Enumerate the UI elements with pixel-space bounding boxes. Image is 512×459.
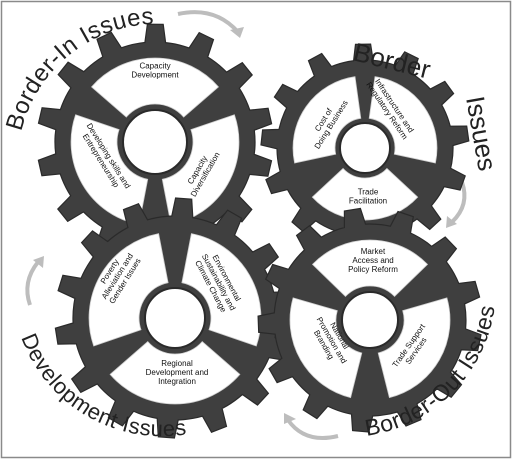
- arrowhead-left: [33, 256, 44, 268]
- segment-label-line: Development: [131, 71, 179, 80]
- gear-hub: [144, 287, 206, 349]
- gear-hub: [341, 291, 399, 349]
- segment-label-line: Capacity: [139, 62, 170, 71]
- segment-1: [181, 233, 262, 347]
- segment-3: [88, 233, 169, 347]
- arrow-right: [450, 181, 467, 224]
- segment-1: [368, 76, 438, 164]
- segment-label-line: Policy Reform: [348, 265, 398, 274]
- segment-label-line: Trade: [358, 188, 379, 197]
- segment-3: [70, 114, 149, 225]
- arrowhead-top: [230, 27, 244, 38]
- segment-2: [109, 341, 241, 405]
- arrow-top: [177, 10, 240, 34]
- segment-label-line: Integration: [158, 377, 196, 386]
- segment-label-line: Market: [361, 247, 386, 256]
- arrow-left: [25, 260, 40, 306]
- segment-label-line: Facilitation: [349, 197, 387, 206]
- arrow-bottom: [286, 418, 339, 440]
- cycle-arrows: [25, 10, 467, 440]
- gear-hub: [339, 122, 391, 174]
- segment-1: [311, 239, 429, 297]
- segment-2: [311, 167, 419, 221]
- gear-hub: [122, 109, 188, 175]
- segment-label-line: Development and: [146, 368, 209, 377]
- gear-development: EnvironmentalSustainability andClimate C…: [54, 197, 296, 439]
- segment-label-line: Access and: [352, 256, 393, 265]
- title-border-line2: Issues: [460, 94, 503, 173]
- arrowhead-bottom: [284, 413, 296, 424]
- segment-2: [377, 297, 451, 399]
- segment-1: [91, 57, 219, 118]
- segment-3: [289, 297, 363, 399]
- gear-border: Infrastructure andRegulatory ReformTrade…: [260, 43, 470, 252]
- segment-3: [292, 76, 362, 164]
- segment-label-line: Regional: [161, 359, 193, 368]
- arrowhead-right: [446, 216, 457, 228]
